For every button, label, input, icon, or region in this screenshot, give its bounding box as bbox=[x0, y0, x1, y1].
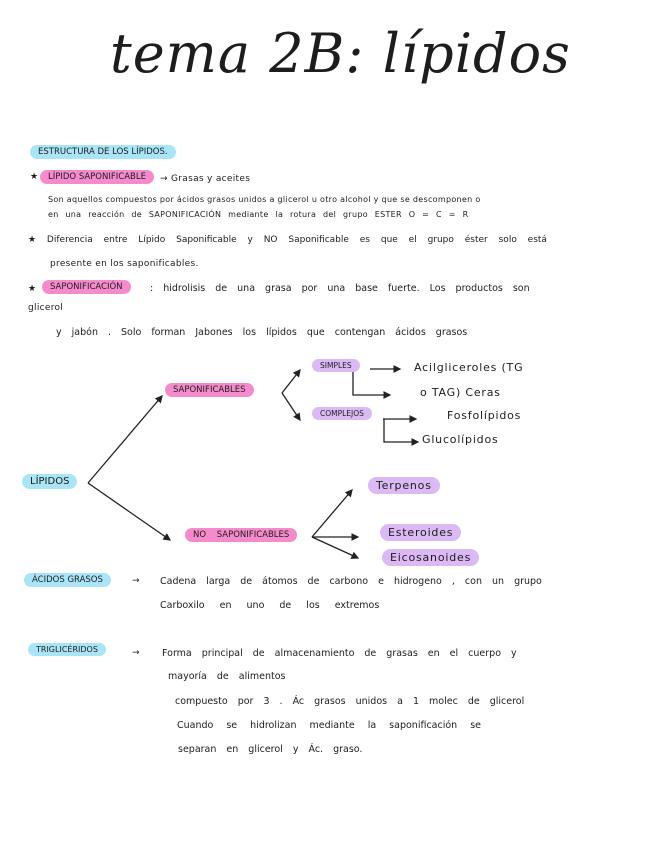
trigliceridos-line: separan en glicerol y Ác. graso. bbox=[178, 744, 363, 755]
item-glucolipidos: Glucolípidos bbox=[422, 433, 499, 446]
arrow-to-terpenos bbox=[311, 489, 353, 538]
bullet2-line: presente en los saponificables. bbox=[50, 259, 199, 269]
node-eicosanoides: Eicosanoides bbox=[382, 549, 480, 566]
arrow-root-saponificables bbox=[87, 395, 163, 484]
bullet2-line: ★ Diferencia entre Lípido Saponificable … bbox=[28, 235, 547, 245]
arrow-root-no-saponificables bbox=[87, 482, 172, 541]
star-icon: ★ bbox=[30, 172, 39, 182]
bullet1-line: Son aquellos compuestos por ácidos graso… bbox=[48, 195, 481, 204]
node-lipidos: LÍPIDOS bbox=[22, 474, 78, 489]
bullet3-line: : hidrolisis de una grasa por una base f… bbox=[150, 283, 530, 294]
acidos-line: Cadena larga de átomos de carbono e hidr… bbox=[160, 576, 542, 587]
node-no-saponificables: NO SAPONIFICABLES bbox=[185, 528, 298, 542]
arrow-icon: → bbox=[132, 576, 140, 586]
node-saponificables: SAPONIFICABLES bbox=[165, 383, 254, 397]
page-title: tema 2B: lípidos bbox=[110, 22, 571, 85]
item-fosfolipidos: Fosfolípidos bbox=[447, 409, 522, 422]
bullet1-line: en una reacción de SAPONIFICACIÓN median… bbox=[48, 210, 469, 219]
arrow-complejos-glucolipidos bbox=[383, 419, 420, 446]
node-esteroides: Esteroides bbox=[380, 524, 462, 541]
bullet3-line: y jabón . Solo forman Jabones los lípido… bbox=[56, 327, 468, 338]
label-saponificacion: SAPONIFICACIÓN bbox=[42, 280, 131, 294]
label-acidos-grasos: ÁCIDOS GRASOS bbox=[24, 573, 111, 587]
trigliceridos-line: compuesto por 3 . Ác grasos unidos a 1 m… bbox=[175, 696, 525, 707]
arrow-to-complejos bbox=[281, 392, 301, 422]
node-complejos: COMPLEJOS bbox=[312, 407, 372, 420]
arrow-simples-ceras bbox=[352, 368, 392, 399]
label-trigliceridos: TRIGLICÉRIDOS bbox=[28, 643, 106, 656]
item-acilgliceroles: Acilgliceroles (TG bbox=[414, 361, 524, 374]
item-ceras: o TAG) Ceras bbox=[420, 386, 501, 399]
section-heading-estructura: ESTRUCTURA DE LOS LÍPIDOS. bbox=[30, 145, 176, 159]
trigliceridos-line: Forma principal de almacenamiento de gra… bbox=[162, 648, 517, 659]
bullet1-tail: → Grasas y aceites bbox=[160, 174, 251, 184]
arrow-to-eicosanoides bbox=[311, 536, 360, 559]
acidos-line: Carboxilo en uno de los extremos bbox=[160, 600, 380, 611]
node-terpenos: Terpenos bbox=[368, 477, 440, 494]
bullet3-line: glicerol bbox=[28, 303, 64, 313]
arrow-icon: → bbox=[132, 648, 140, 658]
label-lipido-saponificable: LÍPIDO SAPONIFICABLE bbox=[40, 170, 154, 184]
node-simples: SIMPLES bbox=[312, 359, 360, 372]
trigliceridos-line: Cuando se hidrolizan mediante la saponif… bbox=[177, 720, 481, 731]
star-icon: ★ bbox=[28, 284, 37, 294]
trigliceridos-line: mayoría de alimentos bbox=[168, 671, 286, 682]
arrow-to-simples bbox=[281, 368, 301, 394]
